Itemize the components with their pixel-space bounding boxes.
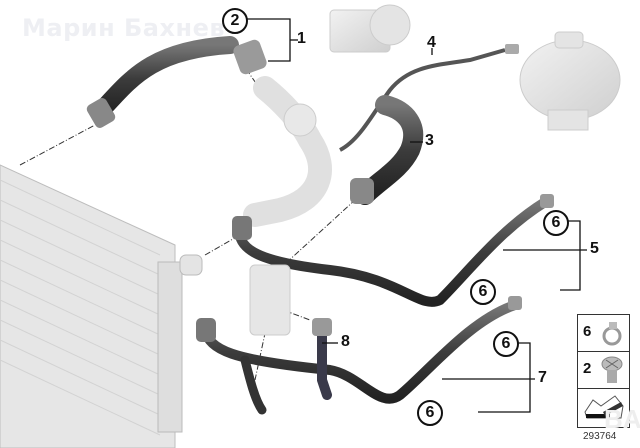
- upper-hose: [91, 36, 239, 121]
- callout-2[interactable]: 2: [222, 8, 248, 34]
- label-part-8[interactable]: 8: [341, 333, 350, 350]
- legend-item-note[interactable]: [578, 389, 629, 427]
- note-sheet-icon: [584, 395, 624, 419]
- bracket-tank: [249, 264, 291, 336]
- logo-watermark: BA: [604, 404, 640, 434]
- label-part-3[interactable]: 3: [425, 132, 434, 149]
- coolant-hose-3: [355, 95, 424, 205]
- hose-8: [317, 325, 332, 400]
- legend-box: 6 2: [577, 314, 630, 428]
- radiator: [0, 164, 203, 448]
- label-part-1[interactable]: 1: [297, 30, 306, 47]
- label-part-7[interactable]: 7: [538, 369, 547, 386]
- vent-line: [339, 48, 506, 152]
- callout-6-d[interactable]: 6: [417, 400, 443, 426]
- watermark: Марин Бахнев: [22, 14, 226, 42]
- bleed-screw-icon: [601, 356, 623, 383]
- legend-item-screw[interactable]: 2: [578, 352, 629, 389]
- hose-connector: [233, 39, 267, 75]
- label-part-5[interactable]: 5: [590, 240, 599, 257]
- hose-clamp-icon: [602, 322, 622, 346]
- legend-item-clamp[interactable]: 6: [578, 315, 629, 352]
- power-steering-reservoir: [329, 4, 411, 53]
- expansion-tank: [519, 31, 621, 131]
- callout-6-c[interactable]: 6: [493, 331, 519, 357]
- callout-6-b[interactable]: 6: [470, 279, 496, 305]
- callout-6-a[interactable]: 6: [543, 210, 569, 236]
- coolant-line-5: [234, 197, 550, 307]
- diagram-id: 293764: [583, 431, 617, 442]
- label-part-4[interactable]: 4: [427, 34, 436, 51]
- coolant-line-7: [200, 300, 520, 404]
